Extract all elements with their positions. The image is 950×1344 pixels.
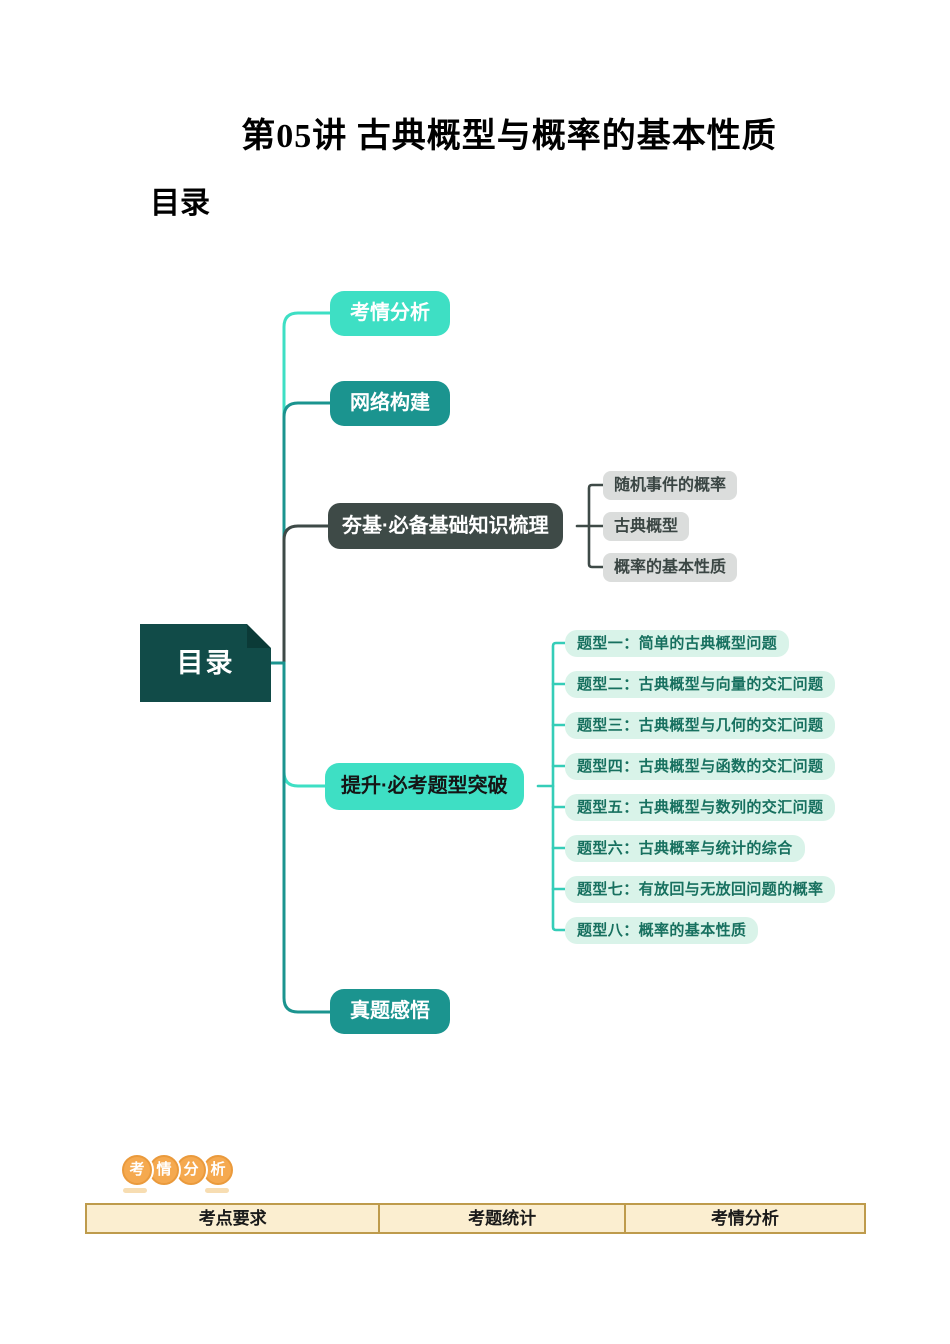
mindmap-leaf-tixing-5: 题型五：古典概型与数列的交汇问题 [565, 794, 836, 821]
mindmap-node-kaoqing-fenxi: 考情分析 [330, 291, 450, 336]
connector-wangluo [282, 401, 332, 665]
mindmap-leaf-tixing-7: 题型七：有放回与无放回问题的概率 [565, 876, 836, 903]
toc-heading: 目录 [150, 187, 210, 220]
mindmap-leaf-suiji-shijian: 随机事件的概率 [603, 471, 738, 500]
exam-analysis-table: 考点要求 考题统计 考情分析 [85, 1203, 866, 1234]
table-header-kaoqing-fenxi: 考情分析 [623, 1205, 864, 1232]
mindmap-node-tisheng: 提升·必考题型突破 [325, 763, 524, 810]
connector-tisheng [282, 661, 327, 788]
mindmap-leaf-gailv-jiben: 概率的基本性质 [603, 553, 738, 582]
mindmap-leaf-tixing-2: 题型二：古典概型与向量的交汇问题 [565, 671, 836, 698]
connector-tisheng-bracket [551, 641, 567, 932]
page-title: 第05讲 古典概型与概率的基本性质 [241, 118, 777, 155]
section-badge-char-1: 考 [122, 1155, 152, 1185]
mindmap-leaf-tixing-4: 题型四：古典概型与函数的交汇问题 [565, 753, 836, 780]
section-badge-char-4: 析 [203, 1155, 233, 1185]
connector-zhenti [282, 661, 332, 1014]
mindmap-node-wangluo-goujian: 网络构建 [330, 381, 450, 426]
connector-hangji [282, 524, 330, 665]
badge-underline-right [205, 1188, 229, 1193]
table-header-kaoti-tongji: 考题统计 [378, 1205, 624, 1232]
mindmap-node-zhenti-ganwu: 真题感悟 [330, 989, 450, 1034]
section-badge-char-3: 分 [176, 1155, 206, 1185]
table-header-kaodian-yaoqiu: 考点要求 [198, 1209, 267, 1228]
mindmap-leaf-tixing-3: 题型三：古典概型与几何的交汇问题 [565, 712, 836, 739]
mindmap-leaf-tixing-1: 题型一：简单的古典概型问题 [565, 630, 790, 657]
connector-kaoqing [282, 311, 332, 665]
mindmap-node-hangji: 夯基·必备基础知识梳理 [328, 503, 563, 549]
mindmap-leaf-tixing-8: 题型八：概率的基本性质 [565, 917, 759, 944]
mindmap-root-node: 目录 [140, 624, 271, 702]
mindmap-root-label: 目录 [176, 648, 235, 678]
mindmap-leaf-tixing-6: 题型六：古典概率与统计的综合 [565, 835, 805, 862]
mindmap-leaf-gudian-gaixing: 古典概型 [603, 512, 690, 541]
section-badge-char-2: 情 [149, 1155, 179, 1185]
badge-underline-left [123, 1188, 147, 1193]
